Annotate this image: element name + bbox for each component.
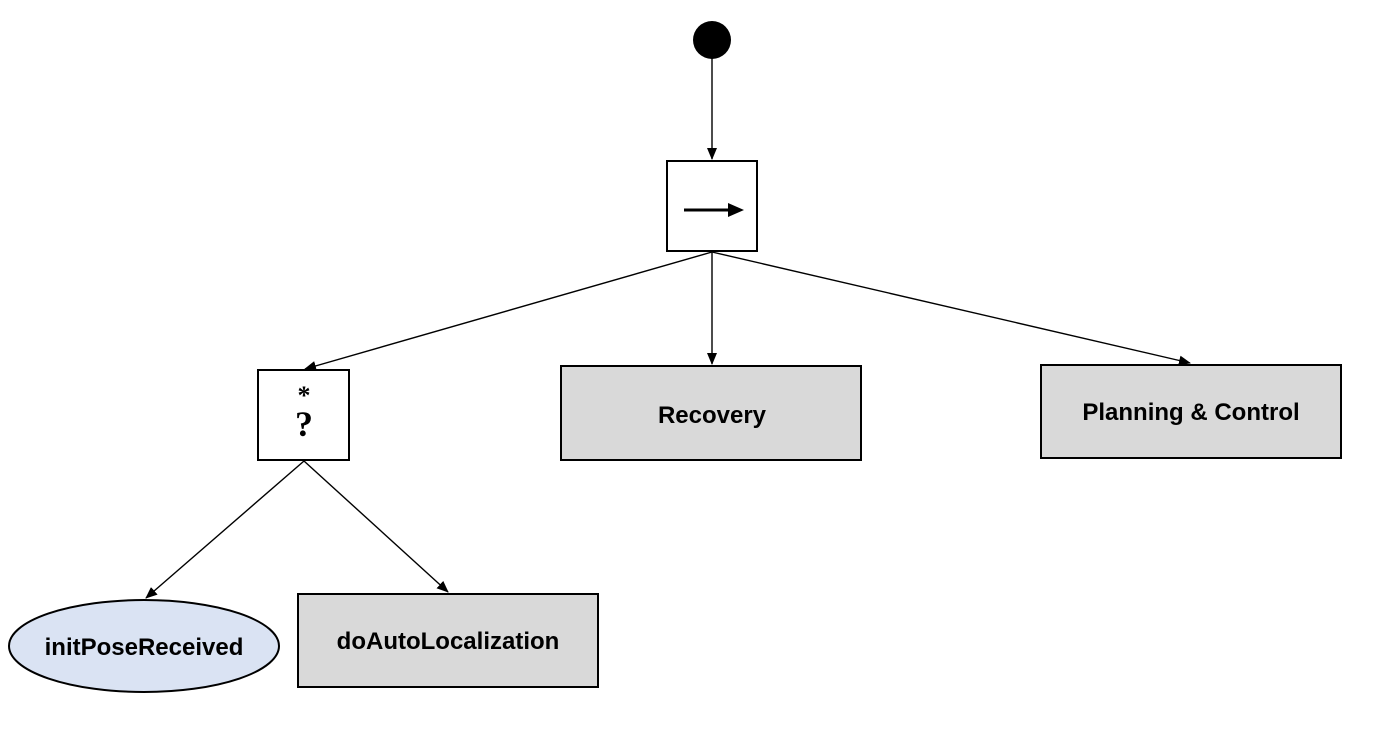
fallback-question-symbol: ? [295, 404, 313, 444]
edge-sequence-to-fallback [304, 251, 713, 371]
start-node [693, 21, 731, 59]
sequence-node-box [666, 160, 758, 252]
fallback-star-symbol: * [298, 381, 311, 410]
sequence-arrow-head-icon [728, 203, 744, 217]
init-pose-node-ellipse [8, 599, 280, 693]
fallback-node: * ? [257, 369, 350, 461]
init-pose-node: initPoseReceived [8, 599, 280, 693]
recovery-node-box [560, 365, 862, 461]
auto-localization-node-box [297, 593, 599, 688]
planning-label: Planning & Control [1082, 399, 1299, 426]
edge-sequence-to-planning [711, 251, 1191, 366]
planning-node-box [1040, 364, 1342, 459]
edge-fallback-to-init-pose [145, 460, 305, 599]
fallback-node-box [257, 369, 350, 461]
sequence-node [666, 160, 758, 252]
auto-localization-node: doAutoLocalization [297, 593, 599, 688]
planning-node: Planning & Control [1040, 364, 1342, 459]
auto-localization-label: doAutoLocalization [337, 628, 560, 655]
init-pose-label: initPoseReceived [45, 634, 244, 661]
edge-fallback-to-auto-localization [303, 460, 449, 593]
recovery-label: Recovery [658, 402, 767, 429]
recovery-node: Recovery [560, 365, 862, 461]
